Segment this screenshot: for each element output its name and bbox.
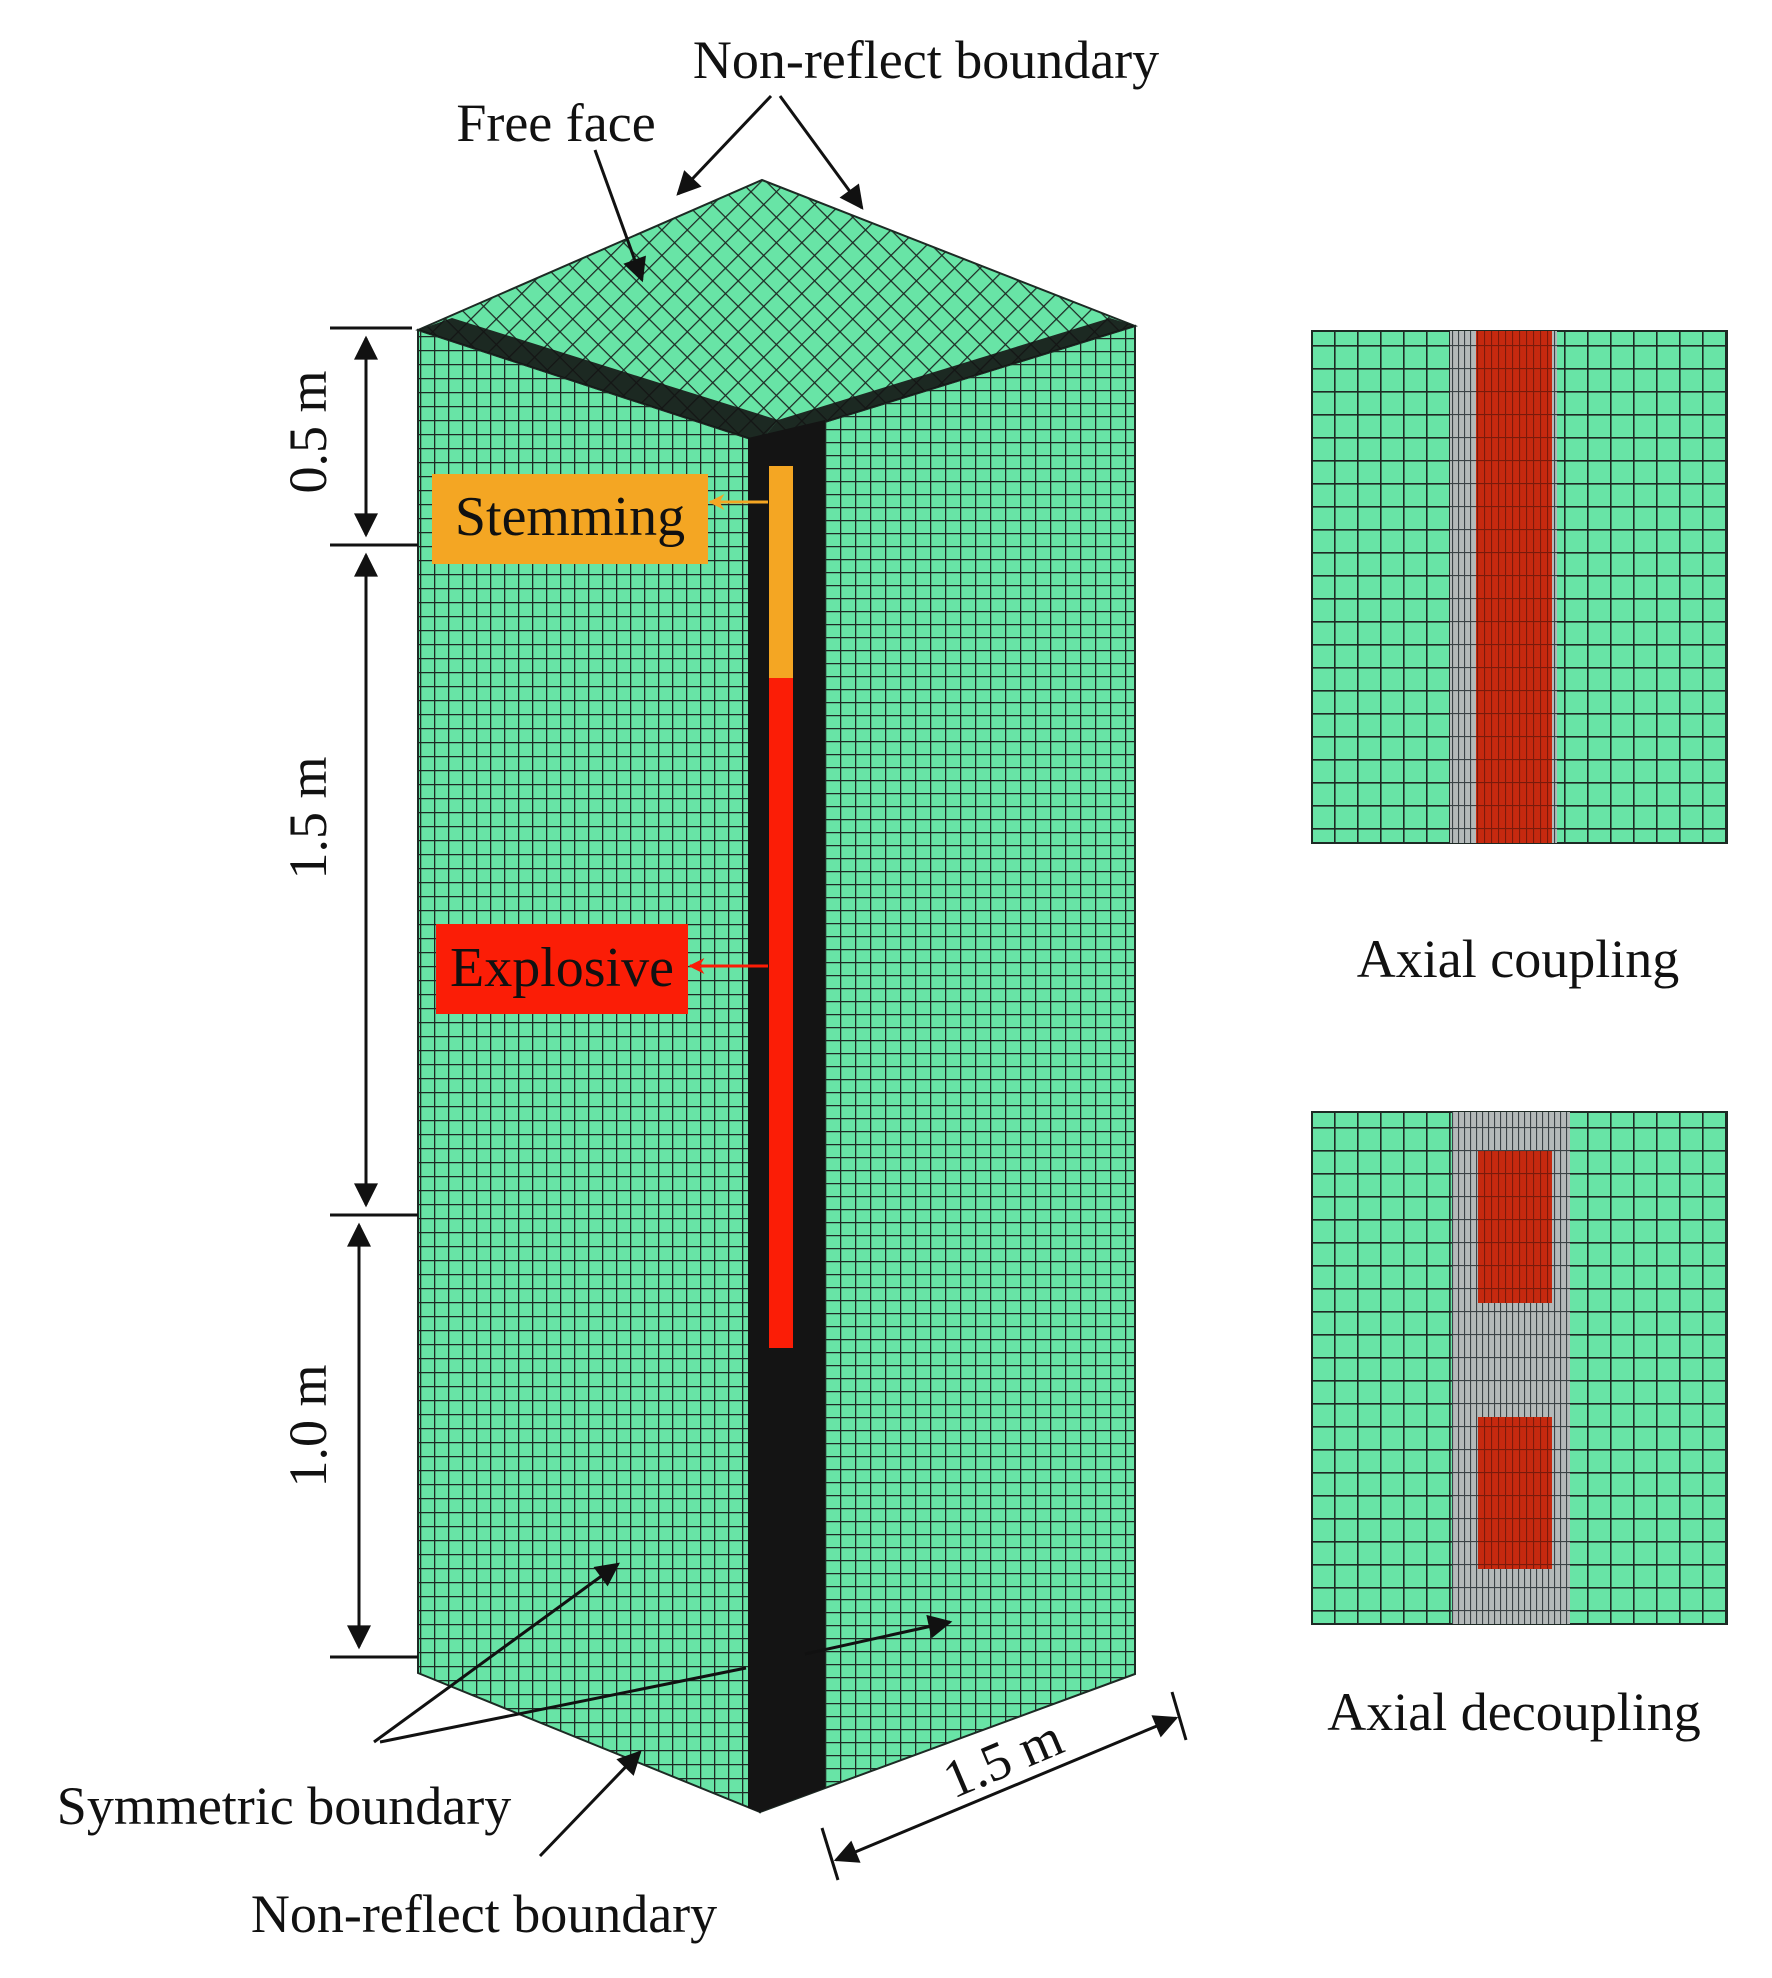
decoupling-explosive-upper	[1478, 1151, 1552, 1303]
label-non-reflect-bottom: Non-reflect boundary	[251, 1884, 717, 1944]
stemming-column	[769, 466, 793, 678]
top-dense-band-right	[760, 318, 1135, 442]
top-annotations: Non-reflect boundary Free face	[456, 30, 1159, 283]
explosive-column	[769, 678, 793, 1348]
bottom-annotations: Symmetric boundary Non-reflect boundary	[57, 1562, 953, 1944]
label-explosive: Explosive	[450, 937, 674, 999]
stemming-callout: Stemming	[432, 474, 768, 564]
dim-label-top: 0.5 m	[278, 370, 338, 493]
label-axial-decoupling: Axial decoupling	[1327, 1682, 1700, 1742]
inset-axial-decoupling: Axial decoupling	[1311, 1111, 1728, 1742]
decoupling-explosive-lower	[1478, 1417, 1552, 1569]
coupling-explosive	[1476, 331, 1552, 843]
label-non-reflect-top: Non-reflect boundary	[693, 30, 1159, 90]
vertical-dimensions: 0.5 m 1.5 m 1.0 m	[278, 326, 418, 1659]
explosive-callout: Explosive	[436, 924, 768, 1014]
stemming-label-bg	[432, 474, 708, 564]
label-symmetric-boundary: Symmetric boundary	[57, 1776, 511, 1836]
mesh-block	[415, 178, 1139, 1814]
inset-axial-coupling: Axial coupling	[1311, 330, 1728, 989]
explosive-label-bg	[436, 924, 688, 1014]
dim-label-bottom: 1.0 m	[278, 1364, 338, 1487]
dim-arrow-width	[833, 1715, 1179, 1863]
label-axial-coupling: Axial coupling	[1357, 929, 1679, 989]
dim-label-middle: 1.5 m	[278, 756, 338, 879]
label-stemming: Stemming	[455, 486, 685, 548]
label-free-face: Free face	[456, 93, 655, 153]
top-dense-band-left	[418, 318, 778, 442]
